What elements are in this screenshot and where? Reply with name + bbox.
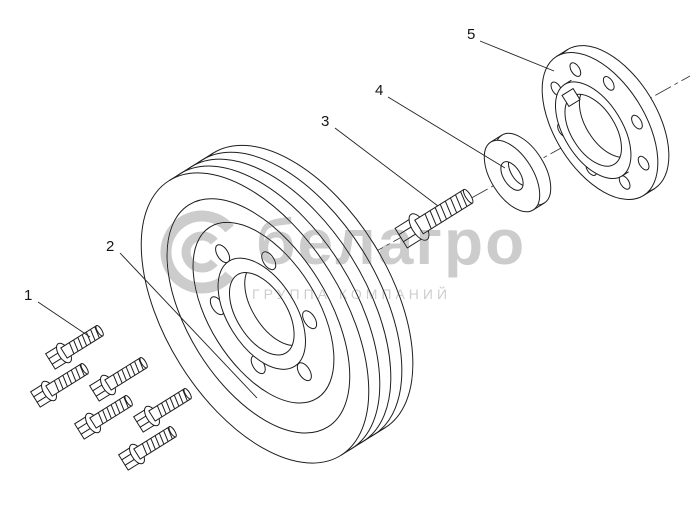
- leader-line-2: [119, 252, 258, 399]
- flange-bolt: [88, 351, 152, 404]
- hub-bolt-hole: [569, 62, 582, 77]
- hub-bolt-hole: [637, 155, 650, 171]
- callout-2-pulley: 2: [106, 238, 115, 255]
- callout-5-hub: 5: [467, 26, 476, 43]
- washer-drawing: [483, 132, 552, 213]
- leader-line-3: [334, 127, 439, 207]
- hub-keyway: [561, 87, 581, 108]
- leader-lines: [37, 40, 555, 399]
- pulley-bolt-hole: [261, 251, 277, 271]
- hub-bolt-hole: [631, 114, 643, 130]
- flange-bolt: [132, 382, 196, 435]
- callout-4-washer: 4: [375, 82, 384, 99]
- leader-line-1: [37, 301, 91, 338]
- hub-flange-drawing: [541, 45, 670, 201]
- pulley-bolt-hole: [302, 310, 318, 330]
- hub-bolt-hole: [602, 76, 615, 91]
- callout-1-bolts: 1: [24, 287, 33, 304]
- center-bolt-drawing: [394, 188, 474, 249]
- leader-line-5: [479, 40, 555, 72]
- callout-3-bolt: 3: [321, 113, 330, 130]
- leader-line-4: [387, 96, 506, 169]
